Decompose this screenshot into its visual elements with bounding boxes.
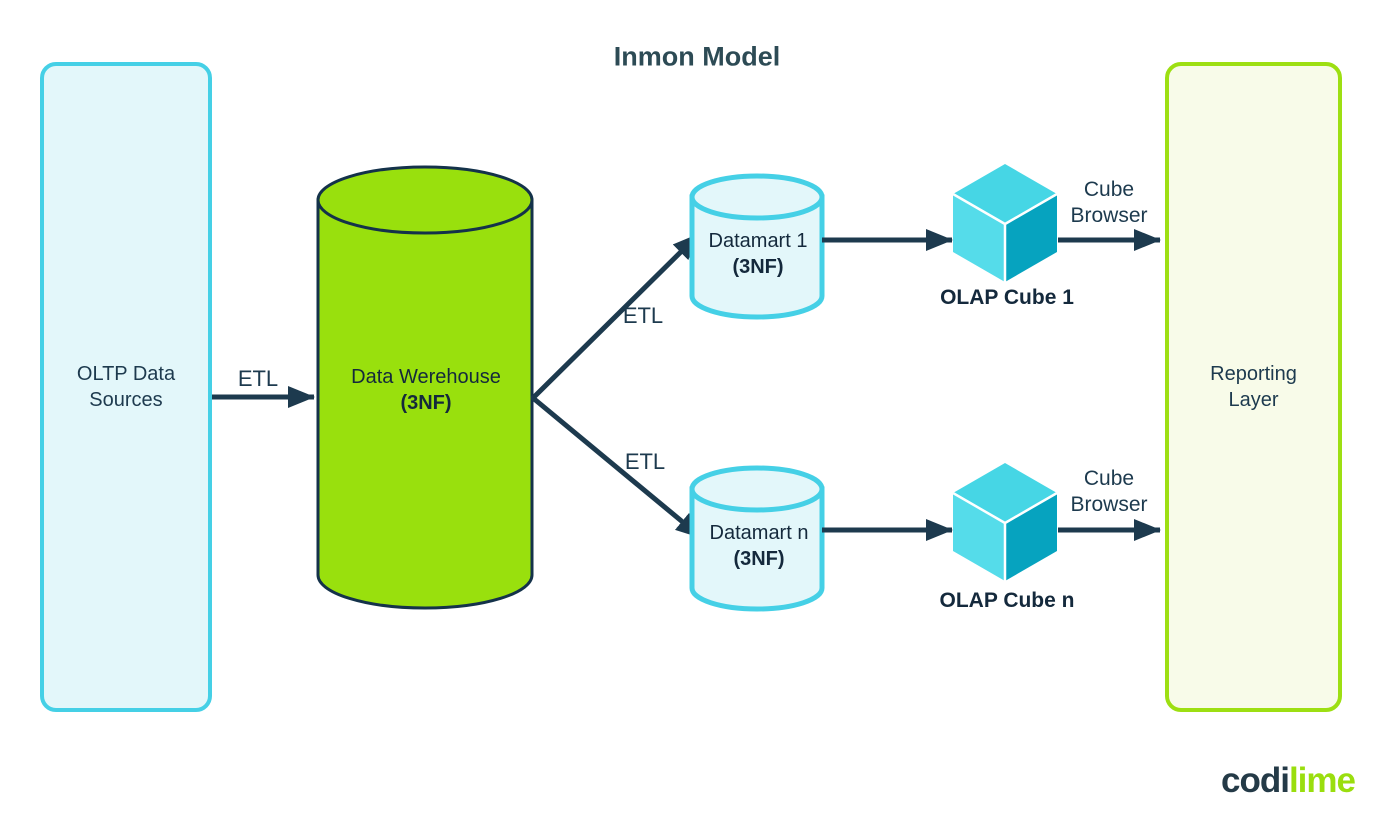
codilime-logo-lime: lime <box>1288 761 1356 800</box>
diagram-title: Inmon Model <box>613 41 781 72</box>
datamart-1-cylinder <box>689 173 825 320</box>
codilime-logo: codilime <box>1221 761 1356 801</box>
datamart-1-label: Datamart 1 (3NF) <box>708 230 808 278</box>
cube-browser-label-1: Cube Browser <box>1070 177 1148 227</box>
etl-label-2: ETL <box>622 303 664 328</box>
olap-cube-1-label: OLAP Cube 1 <box>940 286 1074 309</box>
datamart-n-label: Datamart n (3NF) <box>709 522 809 570</box>
oltp-data-sources-box: OLTP Data Sources <box>40 62 212 712</box>
oltp-data-sources-label: OLTP Data Sources <box>76 363 176 411</box>
data-warehouse-cylinder <box>316 165 534 610</box>
olap-cube-n-icon <box>952 463 1058 581</box>
datamart-n-cylinder <box>689 465 825 612</box>
cube-browser-label-n: Cube Browser <box>1070 466 1148 516</box>
reporting-layer-box: Reporting Layer <box>1165 62 1342 712</box>
etl-arrow-warehouse-to-datamart-1 <box>530 231 702 401</box>
codilime-logo-codi: codi <box>1221 761 1290 800</box>
data-warehouse-label: Data Werehouse (3NF) <box>351 366 501 414</box>
etl-arrow-warehouse-to-datamart-n <box>530 395 705 541</box>
etl-label-1: ETL <box>237 366 279 391</box>
reporting-layer-label: Reporting Layer <box>1210 363 1297 411</box>
olap-cube-1-icon <box>952 164 1058 282</box>
etl-label-3: ETL <box>624 449 666 474</box>
olap-cube-n-label: OLAP Cube n <box>939 589 1075 612</box>
